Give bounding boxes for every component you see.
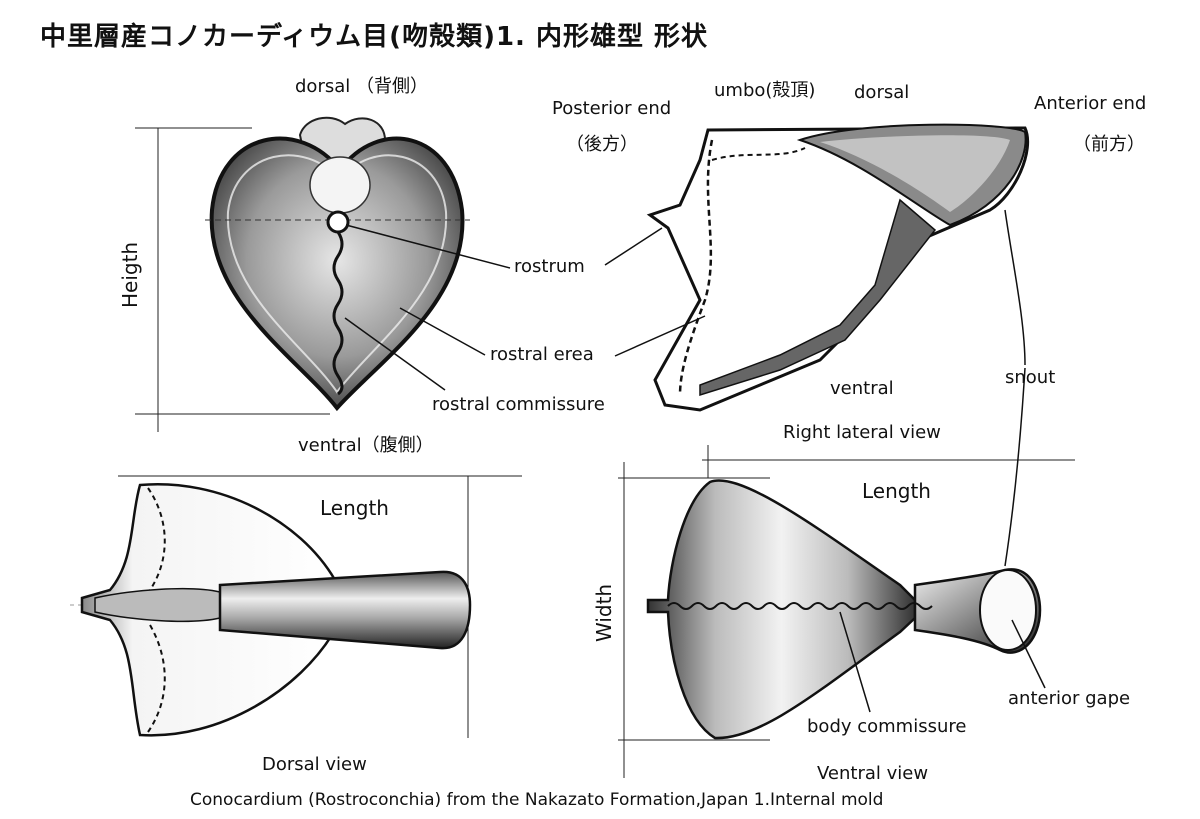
- dorsal-view-title: Dorsal view: [262, 754, 367, 775]
- figure-caption: Conocardium (Rostroconchia) from the Nak…: [190, 790, 884, 810]
- snout-label: snout: [1005, 367, 1056, 388]
- rostrum-callout: rostrum: [514, 256, 585, 277]
- anterior-view-drawing: [135, 116, 511, 432]
- rostral-area-callout: rostral erea: [490, 344, 594, 365]
- right-lateral-view-title: Right lateral view: [783, 422, 941, 443]
- anterior-top-label: dorsal （背側）: [295, 76, 428, 97]
- width-label: Width: [592, 583, 616, 642]
- anterior-end-ja-label: （前方）: [1073, 134, 1145, 155]
- rostral-commissure-callout: rostral commissure: [432, 394, 605, 415]
- dorsal-length-label: Length: [320, 496, 389, 520]
- ventral-view-title: Ventral view: [817, 763, 929, 784]
- dorsal-view-drawing: [70, 475, 522, 738]
- lateral-view-drawing: [604, 123, 1030, 412]
- posterior-end-ja-label: （後方）: [566, 134, 638, 155]
- ventral-length-label: Length: [862, 479, 931, 503]
- body-commissure-callout: body commissure: [807, 716, 967, 737]
- lateral-dorsal-label: dorsal: [854, 82, 910, 103]
- page-title: 中里層産コノカーディウム目(吻殻類)1. 内形雄型 形状: [40, 22, 709, 52]
- height-label: Heigth: [118, 241, 142, 308]
- ventral-view-drawing: [618, 367, 1075, 778]
- anterior-bottom-label: ventral（腹側）: [298, 435, 434, 456]
- anterior-end-label: Anterior end: [1034, 93, 1147, 114]
- anterior-gape-callout: anterior gape: [1008, 688, 1131, 709]
- posterior-end-label: Posterior end: [552, 98, 672, 119]
- lateral-ventral-label: ventral: [830, 378, 894, 399]
- umbo-label: umbo(殻頂): [714, 80, 816, 101]
